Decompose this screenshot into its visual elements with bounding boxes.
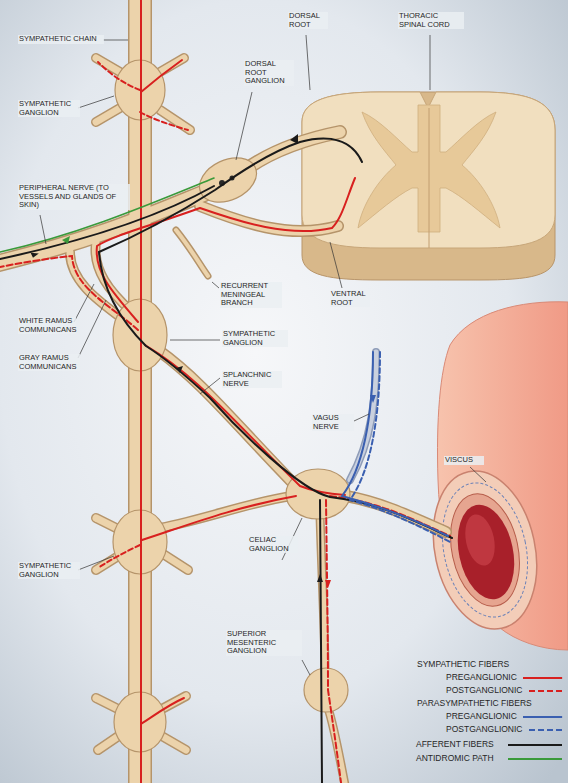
legend-line [523, 677, 562, 679]
part-label: CELIAC GANGLION [248, 536, 298, 553]
part-label: VISCUS [444, 456, 484, 465]
legend-line [523, 716, 562, 718]
spinal-cord [302, 92, 555, 280]
part-label: RECURRENT MENINGEAL BRANCH [220, 282, 282, 308]
part-label: SYMPATHETIC GANGLION [18, 100, 80, 117]
legend-line [508, 758, 562, 760]
part-label: DORSAL ROOT [288, 12, 328, 29]
part-label: SYMPATHETIC GANGLION [18, 562, 80, 579]
part-label: GRAY RAMUS COMMUNICANS [18, 354, 80, 371]
part-label: THORACIC SPINAL CORD [398, 12, 464, 29]
legend-text: PREGANGLIONIC [446, 673, 517, 682]
legend-line [529, 690, 562, 692]
part-label: DORSAL ROOT GANGLION [244, 60, 294, 86]
legend-sample [523, 675, 562, 681]
legend-text: PREGANGLIONIC [446, 712, 517, 721]
part-label: SUPERIOR MESENTERIC GANGLION [226, 630, 302, 656]
legend-text: ANTIDROMIC PATH [416, 754, 494, 763]
leader-lines [40, 35, 486, 675]
legend-sample [529, 688, 562, 694]
nerve-fibers [0, 0, 452, 783]
legend-line [529, 729, 562, 731]
part-label: VENTRAL ROOT [330, 290, 370, 307]
part-label: SYMPATHETIC CHAIN [18, 35, 104, 44]
part-label: SYMPATHETIC GANGLION [222, 330, 288, 347]
part-label: WHITE RAMUS COMMUNICANS [18, 317, 76, 334]
legend-text: AFFERENT FIBERS [416, 740, 494, 749]
part-label: PERIPHERAL NERVE (TO VESSELS AND GLANDS … [18, 184, 130, 210]
legend-heading: PARASYMPATHETIC FIBERS [416, 699, 566, 709]
legend-heading: SYMPATHETIC FIBERS [416, 660, 566, 670]
legend-sample [529, 727, 562, 733]
legend-line [508, 744, 562, 746]
part-label: VAGUS NERVE [312, 414, 354, 431]
legend-text: POSTGANGLIONIC [446, 686, 523, 695]
legend-sample [523, 714, 562, 720]
legend-text: POSTGANGLIONIC [446, 725, 523, 734]
ganglia [113, 60, 350, 752]
part-label: SPLANCHNIC NERVE [222, 371, 282, 388]
legend-sample [508, 742, 562, 748]
legend-sample [508, 756, 562, 762]
viscus-organ [419, 302, 568, 650]
